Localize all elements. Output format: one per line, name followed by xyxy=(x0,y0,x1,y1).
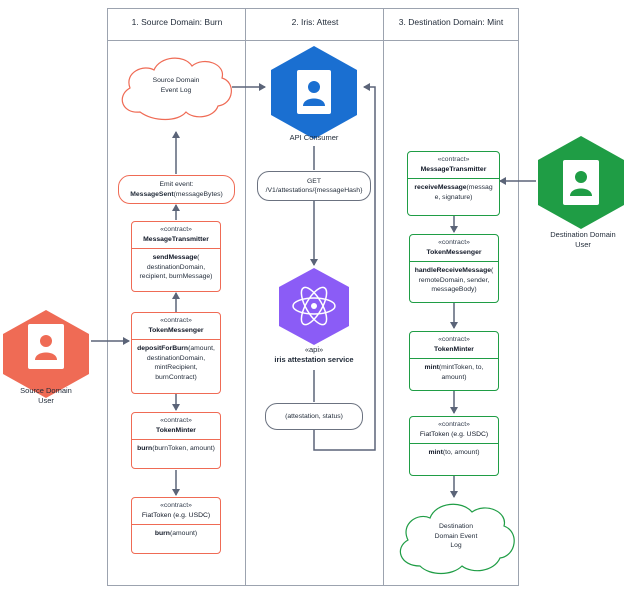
arrow-response-to-api-consumer xyxy=(313,83,376,451)
source-event-log-label: Source Domain Event Log xyxy=(152,77,200,94)
method-name: depositForBurn xyxy=(137,345,189,352)
method-name: receiveMessage xyxy=(414,184,467,191)
emit-event-line1: Emit event: xyxy=(159,181,194,188)
method-name: handleReceiveMessage xyxy=(414,267,492,274)
source-token-minter: «contract» TokenMinter burn(burnToken, a… xyxy=(131,412,221,469)
contract-stereotype: «contract» xyxy=(160,317,192,324)
destination-event-log-cloud xyxy=(399,503,515,575)
emit-event-args: (messageBytes) xyxy=(173,190,223,198)
method-name: mint xyxy=(428,449,443,456)
api-consumer-label: API Consumer xyxy=(289,133,339,142)
get-attestation-request: GET /V1/attestations/{messageHash} xyxy=(257,171,371,201)
swimlane-frame xyxy=(107,8,519,586)
contract-stereotype: «contract» xyxy=(160,226,192,233)
contract-name: MessageTransmitter xyxy=(420,165,487,173)
source-user-label: Source Domain User xyxy=(20,386,72,405)
emit-event-name: MessageSent xyxy=(130,190,174,198)
method-name: mint xyxy=(424,364,439,371)
contract-stereotype: «contract» xyxy=(160,417,192,424)
service-stereotype: «api» xyxy=(304,345,324,354)
emit-event-box: Emit event: MessageSent(messageBytes) xyxy=(118,175,235,204)
flow-arrows xyxy=(91,83,536,498)
source-event-log-cloud xyxy=(121,57,232,121)
method-args: (amount, destinationDomain, mintRecipien… xyxy=(146,345,215,381)
source-token-messenger: «contract» TokenMessenger depositForBurn… xyxy=(131,312,221,394)
method-args: ( remoteDomain, sender, messageBody) xyxy=(418,267,494,293)
destination-user-label: Destination Domain User xyxy=(550,230,616,249)
attestation-response: (attestation, status) xyxy=(265,403,363,430)
api-consumer-icon xyxy=(271,46,357,139)
method-args: (amount) xyxy=(169,530,198,537)
service-name: iris attestation service xyxy=(274,355,354,364)
source-fiat-token: «contract» FiatToken (e.g. USDC) burn(am… xyxy=(131,497,221,554)
destination-message-transmitter: «contract» MessageTransmitter receiveMes… xyxy=(407,151,500,216)
destination-event-log-label: Destination Domain Event Log xyxy=(434,523,478,549)
lane-title-iris: 2. Iris: Attest xyxy=(291,17,339,27)
contract-stereotype: «contract» xyxy=(438,336,470,343)
method-args: (burnToken, amount) xyxy=(152,445,215,452)
destination-fiat-token: «contract» FiatToken (e.g. USDC) mint(to… xyxy=(409,416,499,476)
contract-name: MessageTransmitter xyxy=(143,235,209,243)
method-args: (mintToken, to, amount) xyxy=(438,364,484,381)
source-user-icon xyxy=(3,310,89,398)
lane-title-destination: 3. Destination Domain: Mint xyxy=(398,17,504,27)
source-message-transmitter: «contract» MessageTransmitter sendMessag… xyxy=(131,221,221,292)
method-args: ( destinationDomain, recipient, burnMess… xyxy=(139,254,213,280)
contract-name: FiatToken (e.g. USDC) xyxy=(419,430,489,438)
contract-name: TokenMinter xyxy=(156,426,196,434)
iris-service-label: «api» iris attestation service xyxy=(262,345,366,365)
contract-name: FiatToken (e.g. USDC) xyxy=(141,511,211,519)
contract-name: TokenMinter xyxy=(434,345,474,353)
lane-title-source: 1. Source Domain: Burn xyxy=(131,17,223,27)
destination-user-icon xyxy=(538,136,624,229)
contract-stereotype: «contract» xyxy=(438,421,470,428)
destination-token-minter: «contract» TokenMinter mint(mintToken, t… xyxy=(409,331,499,391)
contract-stereotype: «contract» xyxy=(438,239,470,246)
contract-name: TokenMessenger xyxy=(426,248,482,256)
destination-token-messenger: «contract» TokenMessenger handleReceiveM… xyxy=(409,234,499,303)
method-args: (messag e, signature) xyxy=(434,184,493,201)
method-name: burn xyxy=(137,445,153,452)
method-name: sendMessage xyxy=(152,254,198,261)
emit-event-signature: MessageSent(messageBytes) xyxy=(119,190,234,200)
contract-stereotype: «contract» xyxy=(437,156,470,163)
method-name: burn xyxy=(154,530,170,537)
contract-stereotype: «contract» xyxy=(160,502,192,509)
atom-icon xyxy=(279,268,349,345)
contract-name: TokenMessenger xyxy=(148,326,204,334)
method-args: (to, amount) xyxy=(442,449,480,456)
